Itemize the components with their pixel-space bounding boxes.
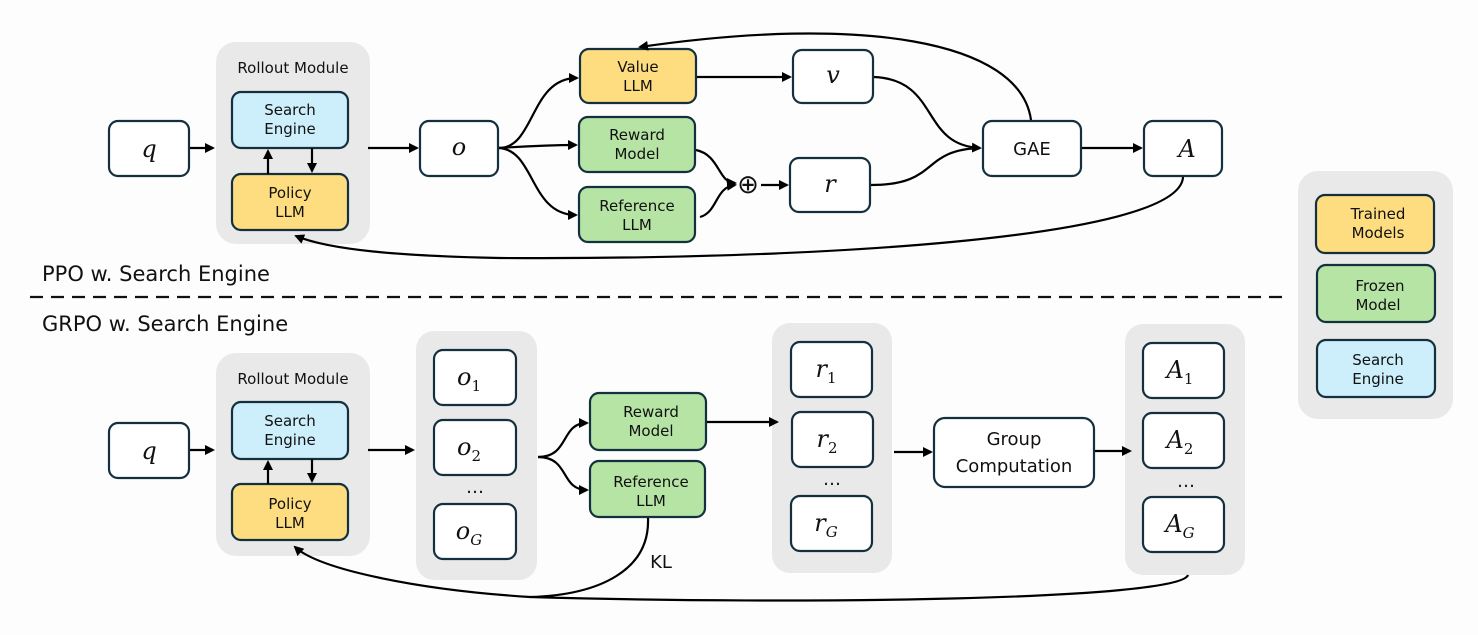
- grpo-reward-label-2: r2: [816, 425, 837, 457]
- ppo-reference-llm-label-2: LLM: [622, 216, 652, 234]
- grpo-group-computation-label-2: Computation: [956, 456, 1073, 477]
- ppo-reward-model-node: [577, 115, 697, 174]
- ppo-policy-llm-node: [230, 172, 350, 232]
- ppo-edge-o-to-reward-model: [498, 140, 578, 151]
- legend-frozen-model-label-1: Frozen: [1355, 277, 1404, 295]
- grpo-edge-kl: [529, 517, 650, 599]
- ppo-reward-label: r: [824, 170, 837, 198]
- ppo-output-node: [418, 119, 500, 178]
- grpo-output-node-2: [432, 418, 518, 477]
- legend-trained-models-label-2: Models: [1352, 224, 1405, 242]
- grpo-edge-advantages-to-policy: [293, 545, 1190, 602]
- ppo-edge-gae-to-value-llm: [638, 32, 1033, 121]
- ppo-query-label: q: [141, 135, 156, 163]
- grpo-search-engine-label-1: Search: [264, 412, 316, 430]
- ppo-reward-node: [788, 156, 872, 214]
- ppo-search-engine-label-1: Search: [264, 101, 316, 119]
- ppo-gae-label: GAE: [1013, 139, 1051, 160]
- grpo-advantages-ellipsis: …: [1177, 471, 1195, 492]
- ppo-reference-llm-label-1: Reference: [599, 197, 675, 215]
- ppo-edge-r-to-gae: [870, 146, 981, 187]
- legend-frozen-model-swatch: [1315, 263, 1437, 324]
- ppo-policy-llm-label-2: LLM: [275, 203, 305, 221]
- ppo-reward-model-label-1: Reward: [609, 126, 665, 144]
- grpo-reference-llm-node: [588, 459, 707, 519]
- grpo-policy-llm-label-1: Policy: [268, 495, 311, 513]
- grpo-reward-node-g: [789, 494, 874, 553]
- grpo-advantage-node-g: [1141, 495, 1226, 554]
- grpo-reward-model-label-2: Model: [628, 422, 673, 440]
- grpo-reward-model-label-1: Reward: [623, 403, 679, 421]
- grpo-group-computation-node: [932, 416, 1096, 489]
- grpo-rollout-module-title: Rollout Module: [237, 370, 348, 388]
- ppo-section-label: PPO w. Search Engine: [42, 262, 270, 286]
- ppo-edge-reference-to-sum: [699, 180, 737, 219]
- grpo-output-label-2: o2: [457, 433, 481, 465]
- legend-search-engine-label-2: Engine: [1352, 370, 1403, 388]
- grpo-query-label: q: [141, 437, 156, 465]
- ppo-search-engine-label-2: Engine: [264, 120, 315, 138]
- grpo-reward-node-1: [789, 340, 874, 399]
- legend-frozen-model-label-2: Model: [1355, 296, 1400, 314]
- legend-search-engine-swatch: [1315, 338, 1437, 399]
- ppo-edge-reward-to-sum: [695, 148, 737, 188]
- grpo-advantage-label-g: AG: [1163, 510, 1194, 542]
- grpo-section-label: GRPO w. Search Engine: [42, 312, 288, 336]
- grpo-advantage-node-1: [1141, 341, 1226, 400]
- ppo-query-node: [107, 119, 191, 178]
- ppo-edge-a-to-policy: [294, 176, 1185, 260]
- ppo-policy-llm-label-1: Policy: [268, 184, 311, 202]
- ppo-value-node: [791, 48, 875, 105]
- grpo-reward-node-2: [790, 410, 875, 469]
- grpo-output-label-1: o1: [457, 363, 481, 395]
- ppo-value-llm-label-2: LLM: [623, 77, 653, 95]
- ppo-advantage-label: A: [1176, 135, 1195, 163]
- grpo-reward-label-1: r1: [815, 355, 836, 387]
- ppo-value-llm-label-1: Value: [617, 58, 658, 76]
- grpo-edge-outputs-to-reward-model: [537, 418, 589, 459]
- grpo-outputs-ellipsis: …: [466, 477, 484, 498]
- grpo-reward-label-g: rG: [814, 509, 837, 541]
- ppo-value-label: v: [826, 61, 840, 89]
- ppo-edge-o-to-value-llm: [498, 73, 579, 150]
- grpo-query-node: [107, 421, 191, 480]
- grpo-rewards-ellipsis: …: [823, 469, 841, 490]
- grpo-policy-llm-label-2: LLM: [275, 514, 305, 532]
- ppo-value-llm-node: [578, 47, 698, 105]
- ppo-edge-v-to-gae: [873, 75, 982, 153]
- legend-search-engine-label-1: Search: [1352, 351, 1404, 369]
- grpo-output-label-g: oG: [456, 517, 482, 549]
- grpo-output-node-1: [432, 348, 518, 407]
- grpo-advantage-label-1: A1: [1165, 356, 1194, 388]
- ppo-output-label: o: [452, 133, 466, 161]
- legend-trained-models-label-1: Trained: [1350, 205, 1406, 223]
- grpo-reward-model-node: [588, 391, 708, 452]
- grpo-advantage-label-2: A2: [1165, 426, 1194, 458]
- grpo-reference-llm-label-1: Reference: [613, 473, 689, 491]
- grpo-output-node-g: [432, 502, 518, 561]
- ppo-gae-node: [981, 119, 1083, 178]
- ppo-reward-model-label-2: Model: [614, 145, 659, 163]
- grpo-reference-llm-label-2: LLM: [636, 492, 666, 510]
- ppo-advantage-node: [1142, 119, 1224, 178]
- legend-trained-models-swatch: [1314, 193, 1436, 255]
- ppo-sum-operator: ⊕: [737, 170, 759, 200]
- grpo-policy-llm-node: [230, 482, 350, 542]
- grpo-search-engine-label-2: Engine: [264, 431, 315, 449]
- grpo-edge-outputs-to-reference-llm: [537, 455, 589, 495]
- grpo-group-computation-label-1: Group: [987, 429, 1042, 450]
- ppo-edge-o-to-reference-llm: [498, 146, 578, 220]
- grpo-search-engine-node: [230, 400, 350, 461]
- grpo-advantage-node-2: [1141, 411, 1226, 470]
- ppo-search-engine-node: [230, 90, 350, 150]
- grpo-kl-label: KL: [650, 552, 672, 573]
- ppo-rollout-module-title: Rollout Module: [237, 59, 348, 77]
- ppo-reference-llm-node: [577, 185, 697, 244]
